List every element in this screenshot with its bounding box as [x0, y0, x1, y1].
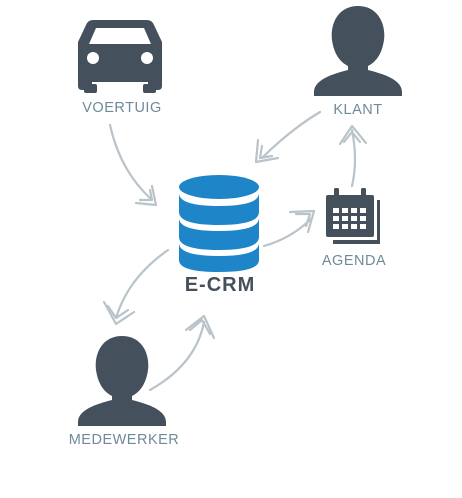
medewerker-person-icon: [78, 336, 166, 426]
voertuig-label: VOERTUIG: [82, 100, 162, 116]
arrow-voertuig-to-ecrm: [108, 123, 158, 207]
klant-person-icon: [314, 6, 402, 96]
calendar-icon: [326, 188, 380, 244]
arrow-ecrm-to-medewerker: [102, 248, 170, 326]
klant-label: KLANT: [333, 102, 383, 118]
ecrm-label: E-CRM: [184, 274, 256, 296]
database-icon: [179, 175, 259, 272]
car-icon: [78, 20, 162, 93]
arrow-agenda-to-klant: [338, 124, 368, 188]
arrow-medewerker-to-ecrm: [148, 314, 216, 392]
agenda-label: AGENDA: [321, 253, 387, 269]
medewerker-label: MEDEWERKER: [68, 432, 180, 448]
arrow-ecrm-to-agenda: [262, 209, 316, 248]
arrow-klant-to-ecrm: [254, 110, 322, 164]
